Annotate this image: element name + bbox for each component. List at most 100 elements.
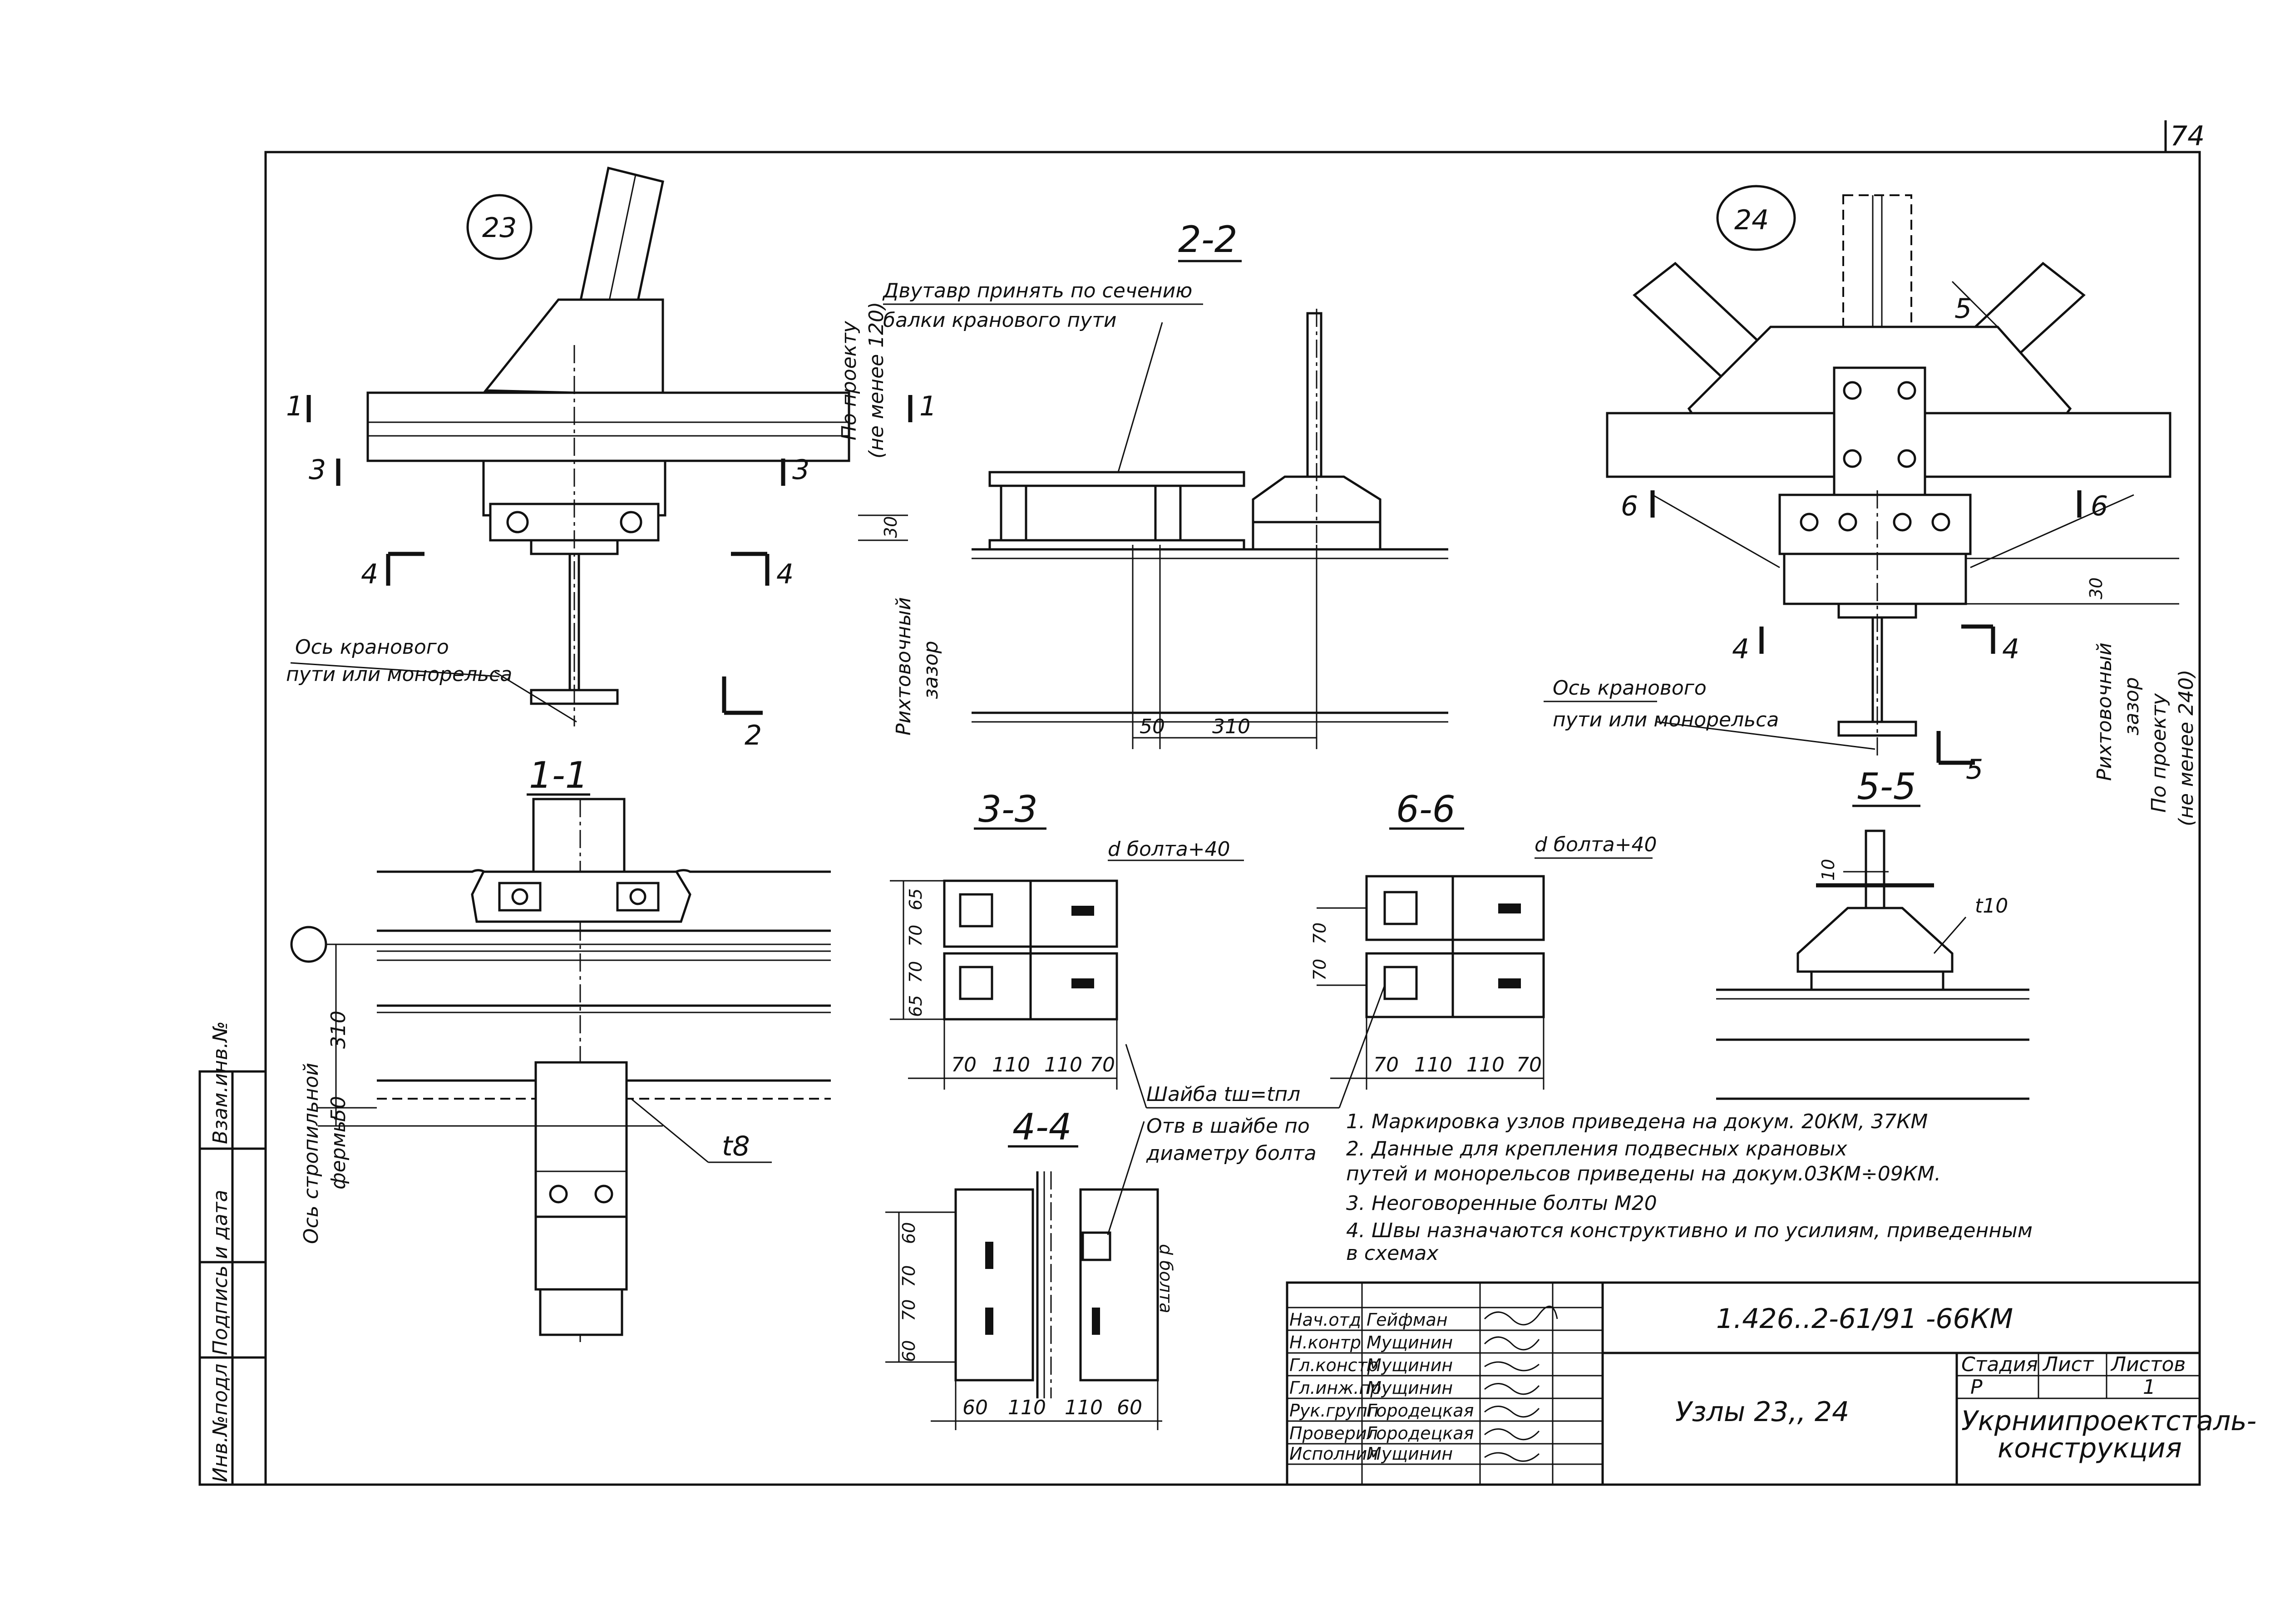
svg-text:65: 65 xyxy=(906,995,926,1017)
section-2-2: 2-2 Двутавр принять по сечению балки кра… xyxy=(882,218,1448,749)
svg-text:Лист: Лист xyxy=(2042,1353,2094,1376)
svg-text:4: 4 xyxy=(2002,633,2019,665)
svg-text:балки кранового пути: балки кранового пути xyxy=(883,309,1116,332)
svg-text:50: 50 xyxy=(1140,715,1165,738)
svg-text:60: 60 xyxy=(899,1340,919,1362)
svg-text:Листов: Листов xyxy=(2110,1353,2186,1376)
svg-text:24: 24 xyxy=(1734,204,1769,236)
svg-text:70: 70 xyxy=(906,961,926,983)
svg-text:t8: t8 xyxy=(722,1130,750,1162)
svg-text:110: 110 xyxy=(1008,1396,1046,1419)
svg-text:310: 310 xyxy=(327,1011,350,1049)
svg-text:30: 30 xyxy=(881,516,901,538)
svg-text:Рихтовочный: Рихтовочный xyxy=(2093,642,2116,781)
svg-text:1: 1 xyxy=(2143,1376,2156,1399)
svg-text:70: 70 xyxy=(951,1053,977,1076)
svg-text:60: 60 xyxy=(899,1222,919,1244)
svg-text:4: 4 xyxy=(776,558,794,590)
truss-axis-marker xyxy=(290,926,327,963)
node-24-marker xyxy=(1716,185,1796,251)
svg-text:70: 70 xyxy=(906,925,926,947)
svg-text:зазор: зазор xyxy=(2120,677,2143,735)
svg-text:70: 70 xyxy=(1090,1053,1115,1076)
svg-text:60: 60 xyxy=(962,1396,988,1419)
section-3-3: 3-3 d болта+40 65 70 70 65 70 110 110 70 xyxy=(890,788,1244,1090)
svg-text:пути или монорельса: пути или монорельса xyxy=(1553,708,1779,731)
svg-text:Проверил: Проверил xyxy=(1289,1423,1378,1443)
stamp-vzam: Взам.инв.№ xyxy=(209,1021,232,1144)
svg-text:Мущинин: Мущинин xyxy=(1367,1355,1453,1375)
svg-text:зазор: зазор xyxy=(919,641,943,699)
svg-text:2: 2 xyxy=(745,720,762,751)
svg-text:10: 10 xyxy=(1818,859,1838,881)
svg-text:50: 50 xyxy=(327,1096,350,1121)
svg-text:4: 4 xyxy=(1732,633,1749,665)
svg-text:110: 110 xyxy=(992,1053,1030,1076)
svg-text:5: 5 xyxy=(1954,293,1972,325)
drawing-title: Узлы 23,, 24 xyxy=(1675,1396,1849,1428)
svg-text:6: 6 xyxy=(2091,490,2108,522)
svg-text:110: 110 xyxy=(1466,1053,1505,1076)
dvutavr-label: Двутавр принять по сечению xyxy=(882,279,1192,302)
svg-text:23: 23 xyxy=(482,212,517,244)
svg-text:1: 1 xyxy=(286,390,303,422)
svg-text:Ось стропильной: Ось стропильной xyxy=(300,1063,323,1244)
svg-text:5: 5 xyxy=(1966,754,1983,785)
svg-text:пути или монорельса: пути или монорельса xyxy=(286,663,512,686)
svg-text:6: 6 xyxy=(1621,490,1638,522)
svg-text:d болта+40: d болта+40 xyxy=(1108,838,1230,861)
section-6-6: 6-6 d болта+40 70 70 70 110 110 70 xyxy=(1310,788,1657,1090)
note-2: 2. Данные для крепления подвесных кранов… xyxy=(1346,1137,1848,1160)
svg-text:фермы: фермы xyxy=(327,1116,350,1190)
svg-text:Мущинин: Мущинин xyxy=(1367,1378,1453,1398)
general-notes: 1. Маркировка узлов приведена на докум. … xyxy=(1346,1110,2033,1265)
svg-text:Исполнил: Исполнил xyxy=(1289,1444,1378,1464)
svg-text:70: 70 xyxy=(1310,923,1330,944)
svg-text:4: 4 xyxy=(361,558,378,590)
organization: Укрниипроектсталь- xyxy=(1961,1405,2256,1437)
section-5-5: 5-5 10 t10 xyxy=(1716,765,2029,1100)
svg-text:3: 3 xyxy=(309,454,326,486)
note-4b: в схемах xyxy=(1346,1242,1439,1265)
sheet-frame xyxy=(264,151,2201,1486)
svg-text:110: 110 xyxy=(1414,1053,1452,1076)
svg-text:3-3: 3-3 xyxy=(978,788,1038,830)
svg-text:30: 30 xyxy=(2086,578,2106,599)
svg-text:4-4: 4-4 xyxy=(1012,1106,1072,1148)
svg-text:t10: t10 xyxy=(1975,894,2008,918)
svg-text:Ось кранового: Ось кранового xyxy=(1553,676,1707,700)
svg-text:По проекту: По проекту xyxy=(838,321,861,440)
section-1-1: 1-1 Ось стропильной фермы 310 50 xyxy=(290,754,831,1344)
side-stamp: Взам.инв.№ Подпись и дата Инв.№подл xyxy=(198,1021,267,1486)
page-number: 74 xyxy=(2170,120,2205,152)
svg-text:70: 70 xyxy=(1310,959,1330,981)
svg-text:70: 70 xyxy=(899,1299,919,1321)
axis-crane-label: Ось кранового xyxy=(295,636,449,659)
svg-text:65: 65 xyxy=(906,889,926,910)
node-23-marker xyxy=(466,194,533,260)
svg-text:Р: Р xyxy=(1970,1376,1983,1399)
svg-text:Н.контр: Н.контр xyxy=(1289,1333,1361,1353)
svg-text:Рихтовочный: Рихтовочный xyxy=(892,597,915,735)
svg-text:60: 60 xyxy=(1117,1396,1142,1419)
svg-text:70: 70 xyxy=(1373,1053,1399,1076)
svg-text:d болта: d болта xyxy=(1156,1244,1176,1313)
svg-text:Городецкая: Городецкая xyxy=(1367,1423,1474,1443)
note-4: 4. Швы назначаются конструктивно и по ус… xyxy=(1346,1219,2033,1242)
svg-text:3: 3 xyxy=(792,454,809,486)
svg-text:Отв в шайбе по: Отв в шайбе по xyxy=(1146,1115,1310,1138)
svg-text:1: 1 xyxy=(919,390,937,422)
svg-text:По проекту: По проекту xyxy=(2147,693,2171,813)
svg-text:110: 110 xyxy=(1044,1053,1082,1076)
note-3: 3. Неоговоренные болты М20 xyxy=(1346,1192,1657,1215)
svg-text:(не менее 240): (не менее 240) xyxy=(2175,670,2198,826)
svg-text:70: 70 xyxy=(1516,1053,1542,1076)
svg-text:Шайба tш=tпл: Шайба tш=tпл xyxy=(1146,1083,1300,1106)
stamp-inv: Инв.№подл xyxy=(209,1363,232,1482)
svg-text:Нач.отд: Нач.отд xyxy=(1289,1310,1361,1330)
node-24-view: 24 5 6 6 xyxy=(1544,185,2198,826)
svg-text:(не менее 120): (не менее 120) xyxy=(865,302,888,459)
svg-text:Стадия: Стадия xyxy=(1961,1353,2038,1376)
svg-text:110: 110 xyxy=(1065,1396,1103,1419)
